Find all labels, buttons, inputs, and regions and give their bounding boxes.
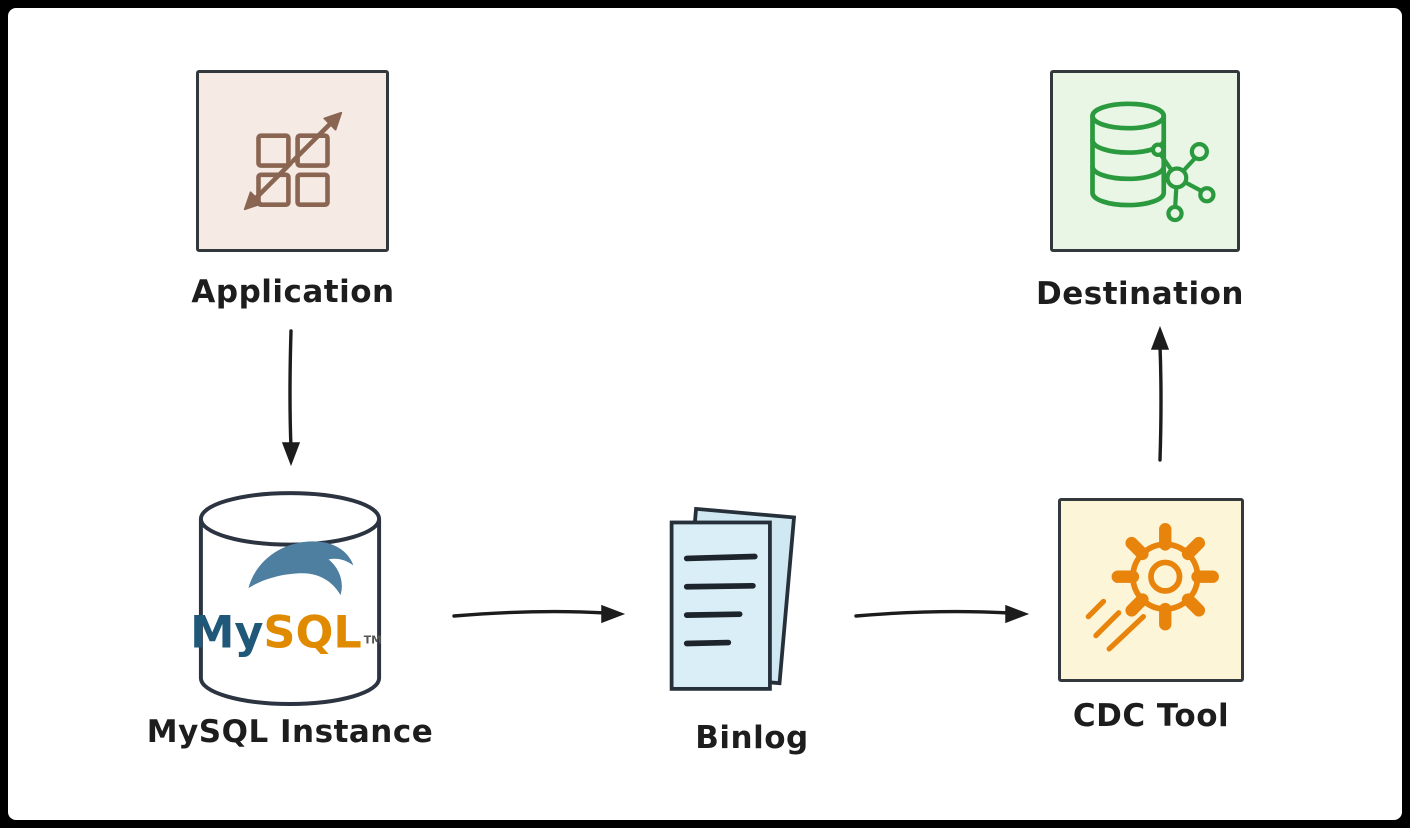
node-cdc-tool — [1058, 498, 1244, 682]
node-application — [196, 70, 389, 252]
destination-label: Destination — [1036, 276, 1244, 312]
arrow-binlog-to-cdc — [854, 604, 1030, 624]
destination-database-icon — [1090, 101, 1216, 223]
cdc-tool-label: CDC Tool — [1072, 698, 1230, 734]
application-label: Application — [191, 274, 395, 310]
cdc-gear-icon — [1085, 523, 1219, 652]
arrow-cdc-to-destination — [1150, 325, 1170, 462]
network-nodes-icon — [1150, 142, 1216, 223]
arrow-mysql-to-binlog — [452, 604, 626, 624]
node-destination — [1050, 70, 1240, 252]
binlog-label: Binlog — [695, 720, 809, 756]
application-icon — [243, 111, 342, 211]
binlog-icon — [669, 506, 797, 691]
arrow-application-to-mysql — [281, 329, 301, 467]
mysql-dolphin-icon — [248, 541, 354, 596]
mysql-instance-label: MySQL Instance — [146, 714, 434, 750]
